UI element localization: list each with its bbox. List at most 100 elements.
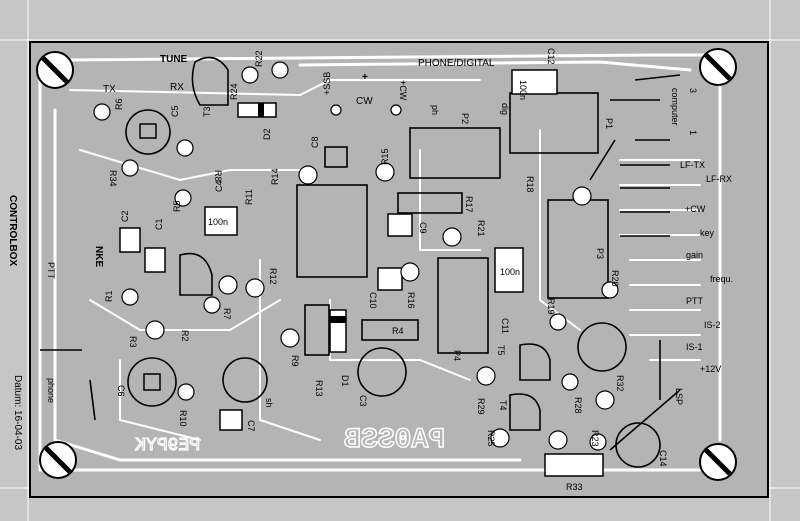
label-lsp: LSP: [674, 388, 684, 405]
label-r13: R13: [314, 380, 324, 397]
connector-label-cw: +CW: [685, 204, 706, 214]
t4-outline: [509, 393, 541, 431]
c14-outline: [615, 422, 661, 468]
pads-group: [93, 61, 619, 451]
label-c11: C11: [500, 318, 510, 334]
pad: [177, 383, 195, 401]
pad: [176, 139, 194, 157]
pad: [442, 227, 462, 247]
c8-outline: [324, 146, 348, 168]
label-c12-100n: 100n: [518, 80, 528, 100]
label-c14: C14: [658, 450, 668, 467]
connector-label-key: key: [700, 228, 715, 238]
label-r3: R3: [128, 336, 138, 348]
label-dig: dig: [500, 103, 510, 115]
label-r17: R17: [464, 196, 474, 213]
label-r2: R2: [180, 330, 190, 342]
d1-band: [330, 316, 346, 323]
connector-label-lftx: LF-TX: [680, 160, 705, 170]
c2-outline: [119, 227, 141, 253]
connector-label-gain: gain: [686, 250, 703, 260]
pad: [595, 390, 615, 410]
label-r5: R5: [172, 200, 182, 212]
pad: [298, 165, 318, 185]
pad: [572, 186, 592, 206]
label-r20: R20: [610, 270, 620, 287]
label-tx: TX: [103, 84, 116, 95]
d2-outline: [237, 102, 277, 118]
c5-body: [139, 123, 157, 139]
mirror-text-pe9pyk: PE9PYK: [135, 436, 200, 456]
connector-label-is2: IS-2: [704, 320, 721, 330]
pad: [561, 373, 579, 391]
screw-bottom-left: [39, 441, 77, 479]
board-date: Datum: 16-04-03: [12, 375, 23, 450]
label-r7: R7: [222, 308, 232, 320]
trace-top-inner: [69, 79, 481, 97]
pad: [280, 328, 300, 348]
label-r22: R22: [254, 50, 264, 67]
label-rx: RX: [170, 82, 184, 93]
transistor-sh-outline: [222, 357, 268, 403]
label-r28: R28: [573, 397, 583, 414]
trace-mid-2: [89, 299, 281, 331]
pad: [145, 320, 165, 340]
connector-label-ptt: PTT: [686, 296, 704, 306]
silkscreen-labels: TUNE TX RX R6 C5 T3 R24 R22 D2 R8 R34 +S…: [7, 48, 733, 492]
trace-mid-7: [119, 359, 201, 441]
screw-bottom-right: [699, 443, 737, 481]
transistor-near-r7-outline: [179, 252, 213, 296]
label-c8: C8: [310, 136, 320, 148]
trace-mid-4: [419, 149, 481, 251]
label-ssb: +SSB: [322, 72, 332, 95]
pad: [121, 159, 139, 177]
pad: [490, 428, 510, 448]
pad: [589, 433, 607, 451]
label-r15: R15: [380, 148, 390, 165]
label-r9: R9: [290, 355, 300, 367]
pad: [121, 288, 139, 306]
connector-label-lfrx: LF-RX: [706, 174, 732, 184]
label-r4: R4: [392, 326, 404, 336]
label-c7: C7: [246, 420, 256, 432]
label-c4: C4: [214, 180, 224, 192]
label-tune: TUNE: [160, 54, 188, 65]
t5-outline: [519, 343, 551, 381]
c7-outline: [219, 409, 243, 431]
trace-border-top-right: [63, 53, 722, 442]
label-c6: C6: [116, 385, 126, 397]
d2-band: [258, 103, 264, 117]
c3-outline: [357, 347, 407, 397]
connector-line-lsp: [609, 389, 681, 451]
screw-top-right: [699, 48, 737, 86]
pad: [476, 366, 496, 386]
r33-outline: [544, 453, 604, 477]
pad: [601, 281, 619, 299]
label-p1: P1: [604, 118, 614, 129]
label-r19: R19: [546, 298, 556, 315]
c11-outline: [494, 247, 524, 293]
pad: [245, 278, 265, 298]
label-c5: C5: [170, 105, 180, 117]
label-cw: CW: [356, 96, 373, 107]
label-header: PHONE/DIGITAL: [418, 58, 495, 69]
pad: [174, 189, 192, 207]
label-d2: D2: [262, 128, 272, 140]
pad: [241, 66, 259, 84]
label-r18: R18: [525, 176, 535, 193]
label-r12: R12: [268, 268, 278, 285]
label-p4: P4: [452, 350, 462, 361]
label-r33: R33: [566, 482, 583, 492]
label-r21: R21: [476, 220, 486, 237]
r13-outline: [304, 304, 330, 356]
label-r25: R25: [486, 430, 496, 447]
mirror-text-pa0ssb: PA0SSB: [344, 425, 445, 456]
label-r14: R14: [270, 168, 280, 185]
pad: [390, 104, 402, 116]
connector-label-frequ: frequ.: [710, 274, 733, 284]
label-r32: R32: [615, 375, 625, 392]
pad: [203, 296, 221, 314]
label-sh: sh: [264, 398, 274, 408]
trace-border-left-bottom: [38, 73, 702, 472]
